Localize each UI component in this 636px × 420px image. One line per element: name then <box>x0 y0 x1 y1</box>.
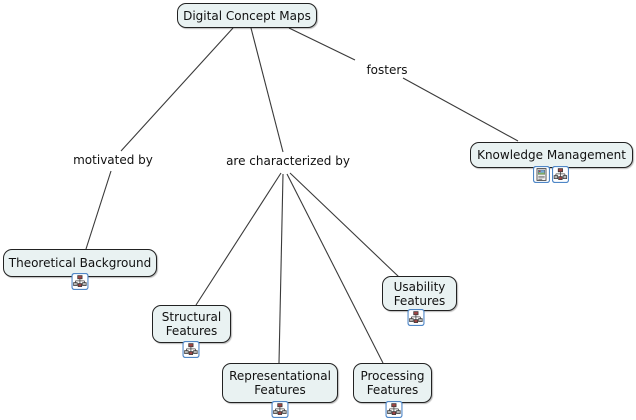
concept-map-icon[interactable] <box>71 273 89 290</box>
node-knowledge-management[interactable]: Knowledge Management <box>470 142 633 168</box>
connector-line[interactable] <box>288 27 356 61</box>
concept-map-icon[interactable] <box>407 309 425 326</box>
node-usability-features[interactable]: Usability Features <box>382 276 457 311</box>
resource-links-knowledge-management <box>533 166 569 183</box>
node-label: Theoretical Background <box>8 256 152 270</box>
concept-map-icon[interactable] <box>182 341 200 358</box>
linking-phrase-are-characterized-by[interactable]: are characterized by <box>224 154 352 168</box>
document-with-image-icon[interactable] <box>533 166 550 183</box>
connector-line[interactable] <box>286 173 384 364</box>
concept-map-icon[interactable] <box>271 401 289 418</box>
node-processing-features[interactable]: Processing Features <box>353 363 432 403</box>
resource-links-theoretical-background <box>71 273 89 290</box>
node-digital-concept-maps[interactable]: Digital Concept Maps <box>177 3 317 28</box>
node-label: Representational Features <box>229 369 331 397</box>
connector-line[interactable] <box>85 170 112 250</box>
connector-line[interactable] <box>120 27 234 152</box>
node-label: Processing Features <box>360 369 425 397</box>
resource-links-processing-features <box>385 401 403 418</box>
linking-phrase-motivated-by[interactable]: motivated by <box>71 153 155 167</box>
node-label: Structural Features <box>161 310 222 338</box>
node-label: Digital Concept Maps <box>183 8 311 23</box>
linking-phrase-fosters[interactable]: fosters <box>364 63 410 77</box>
connector-line[interactable] <box>195 172 282 306</box>
concept-map-icon[interactable] <box>385 401 403 418</box>
connector-line[interactable] <box>402 77 519 142</box>
connector-line[interactable] <box>278 173 284 364</box>
resource-links-representational-features <box>271 401 289 418</box>
concept-map-icon[interactable] <box>552 166 569 183</box>
node-label: Usability Features <box>393 279 446 308</box>
node-representational-features[interactable]: Representational Features <box>222 363 338 403</box>
resource-links-usability-features <box>407 309 425 326</box>
node-structural-features[interactable]: Structural Features <box>152 305 231 343</box>
resource-links-structural-features <box>182 341 200 358</box>
connector-line[interactable] <box>250 27 284 153</box>
node-theoretical-background[interactable]: Theoretical Background <box>3 249 157 277</box>
connector-line[interactable] <box>289 172 400 278</box>
node-label: Knowledge Management <box>477 148 626 162</box>
